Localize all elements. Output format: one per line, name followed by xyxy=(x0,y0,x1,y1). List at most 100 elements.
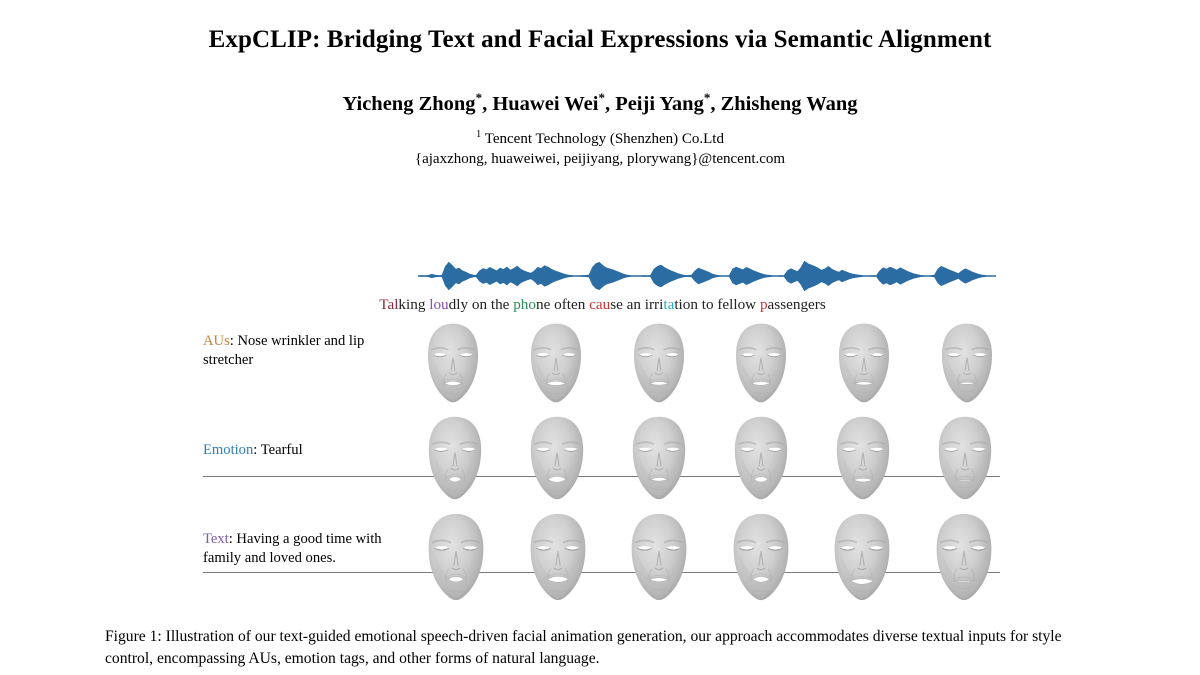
face-upper-lip xyxy=(440,378,466,383)
face-jaw-shading xyxy=(741,360,782,402)
face-mesh-frame xyxy=(834,513,890,601)
row-label-aus: AUs: Nose wrinkler and lip stretcher xyxy=(203,332,415,371)
speech-transcript: Talking loudly on the phone often cause … xyxy=(200,296,1005,314)
face-eyelid xyxy=(664,354,679,358)
face-nasolabial-fold xyxy=(648,468,670,483)
face-nose xyxy=(654,357,663,375)
face-mesh-frame xyxy=(941,323,992,403)
face-mouth xyxy=(649,577,670,582)
face-nose xyxy=(654,452,664,471)
face-eyelid xyxy=(665,449,680,452)
face-jaw-shading xyxy=(637,554,681,599)
page-title: ExpCLIP: Bridging Text and Facial Expres… xyxy=(208,26,992,53)
face-mesh-frame xyxy=(530,323,581,403)
row-text: Text: Having a good time with family and… xyxy=(0,506,1200,608)
transcript-segment-7: se an irri xyxy=(610,296,664,313)
author-sep-3: , xyxy=(710,92,721,115)
face-nose xyxy=(451,551,461,571)
author-marker-1: * xyxy=(475,90,483,105)
face-head-shape xyxy=(834,513,890,601)
face-nasolabial-fold xyxy=(957,373,977,387)
face-mouth xyxy=(955,479,975,482)
face-eyelid xyxy=(563,449,578,452)
face-jaw-shading xyxy=(944,455,986,498)
row-tag-text: Text xyxy=(203,531,229,547)
face-eyelid xyxy=(970,547,986,551)
row-divider-2 xyxy=(203,572,1000,573)
face-jaw-shading xyxy=(638,455,680,498)
face-upper-lip xyxy=(851,379,877,384)
face-eyelid xyxy=(741,354,756,358)
face-mouth xyxy=(751,576,770,583)
face-eyelid xyxy=(536,449,551,452)
face-head-shape xyxy=(938,416,992,500)
face-chin-crease xyxy=(444,391,462,395)
transcript-segment-8: ta xyxy=(663,296,675,313)
face-jaw-shading xyxy=(434,554,478,599)
face-eyelid xyxy=(462,547,478,551)
waveform-envelope xyxy=(418,260,996,292)
face-nasolabial-fold xyxy=(546,373,566,387)
face-nose xyxy=(552,551,563,571)
face-eyelid xyxy=(562,354,576,358)
face-eyelid xyxy=(433,354,447,358)
face-upper-lip xyxy=(646,574,673,580)
face-eyelid xyxy=(869,449,884,452)
face-eyelid xyxy=(869,547,885,551)
face-upper-lip xyxy=(748,573,774,579)
face-chin-crease xyxy=(548,489,566,493)
face-head-shape xyxy=(428,513,484,601)
author-sep-2: , xyxy=(604,92,616,115)
face-mesh-frame xyxy=(428,513,484,601)
face-nose xyxy=(756,551,766,571)
face-brow xyxy=(533,539,553,544)
transcript-segment-10: p xyxy=(759,296,768,313)
face-mouth xyxy=(443,380,463,386)
face-chin-crease xyxy=(752,489,770,492)
face-nasolabial-fold xyxy=(445,568,467,583)
face-jaw-shading xyxy=(840,554,884,599)
figure-1: Talking loudly on the phone often cause … xyxy=(0,250,1200,620)
face-eyelid xyxy=(767,547,783,551)
face-nasolabial-fold xyxy=(648,373,669,387)
face-upper-lip xyxy=(445,473,465,479)
author-name-2: Huawei Wei xyxy=(492,92,599,115)
face-nose xyxy=(448,357,458,375)
author-marker-3: * xyxy=(703,90,711,105)
face-brow xyxy=(765,539,785,544)
affiliation-marker: 1 xyxy=(476,129,482,140)
face-jaw-shading xyxy=(942,554,986,599)
face-eyelid xyxy=(844,354,858,358)
face-chin-crease xyxy=(650,587,668,591)
face-mouth xyxy=(447,576,465,583)
face-upper-lip xyxy=(544,473,570,479)
face-mesh-frame xyxy=(938,416,992,500)
face-brow xyxy=(560,347,578,351)
face-upper-lip xyxy=(949,576,979,581)
face-nasolabial-fold xyxy=(954,468,976,483)
face-nose xyxy=(552,452,562,471)
face-brow xyxy=(459,441,479,446)
row-tag-aus: AUs xyxy=(203,333,230,349)
face-brow xyxy=(867,441,887,446)
face-jaw-shading xyxy=(739,554,783,599)
face-eyelid xyxy=(535,354,550,358)
face-brow xyxy=(867,539,887,544)
face-mouth xyxy=(850,578,875,585)
face-head-shape xyxy=(839,323,890,403)
row-tag-emotion: Emotion xyxy=(203,442,254,458)
face-brow xyxy=(842,347,860,351)
face-brow xyxy=(636,347,655,351)
face-brow xyxy=(635,539,655,544)
face-mesh-frame xyxy=(733,513,789,601)
face-mesh-frame xyxy=(736,323,787,403)
face-jaw-shading xyxy=(947,360,987,402)
face-brow xyxy=(431,539,452,544)
face-nasolabial-fold xyxy=(854,373,874,387)
face-nose xyxy=(757,357,766,375)
face-mesh-frame xyxy=(428,323,478,403)
face-upper-lip xyxy=(748,378,775,383)
face-mesh-frame xyxy=(428,416,482,500)
face-mouth xyxy=(854,381,875,386)
face-nose xyxy=(654,551,664,571)
